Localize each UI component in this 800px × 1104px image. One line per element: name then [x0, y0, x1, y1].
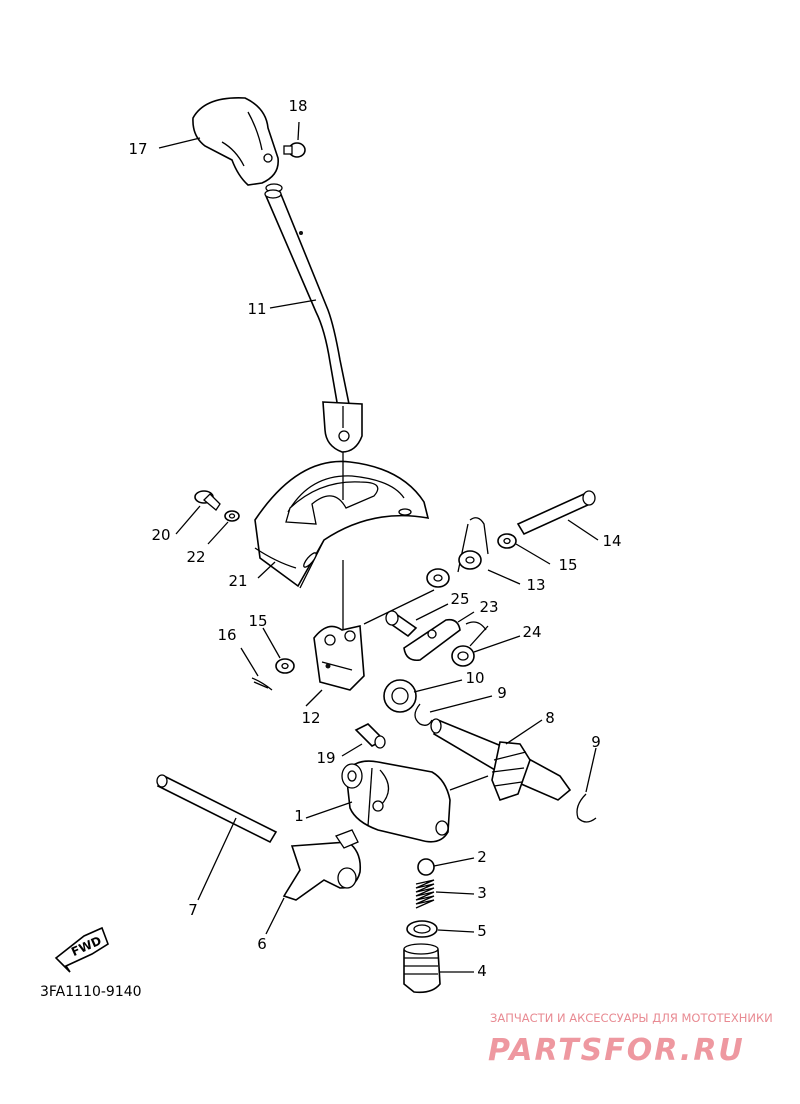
callout-8: 8	[545, 709, 555, 727]
callout-22: 22	[186, 548, 205, 566]
part-19-bolt	[354, 723, 386, 749]
part-22-washer	[224, 510, 240, 522]
part-15-washer-b	[275, 658, 295, 674]
part-4-plug-bolt	[403, 943, 441, 994]
part-2-ball	[417, 858, 435, 876]
part-13-torsion-spring	[426, 517, 489, 588]
callout-14: 14	[602, 532, 621, 550]
part-23-stopper-lever	[403, 618, 487, 662]
part-16-cotter-pin	[251, 677, 273, 691]
part-10-oil-seal	[383, 679, 417, 713]
callout-11: 11	[247, 300, 266, 318]
callout-2: 2	[477, 848, 487, 866]
callout-15-b: 15	[248, 612, 267, 630]
part-11-shift-lever	[264, 189, 363, 453]
callout-19: 19	[316, 749, 335, 767]
callout-18: 18	[288, 97, 307, 115]
callout-1: 1	[294, 807, 304, 825]
part-20-bolt	[194, 490, 221, 511]
part-15-washer-a	[497, 533, 517, 549]
callout-20: 20	[151, 526, 170, 544]
part-6-shift-fork	[282, 829, 362, 901]
part-25-bolt	[385, 610, 418, 638]
callout-17: 17	[128, 140, 147, 158]
callout-4: 4	[477, 962, 487, 980]
callout-6: 6	[257, 935, 267, 953]
callout-labels: 17 18 11 20 22 21 14 15 13 25 23 24 16 1…	[128, 97, 621, 980]
part-12-shift-arm	[313, 625, 365, 691]
callout-12: 12	[301, 709, 320, 727]
part-1-shift-drum	[341, 760, 451, 843]
leader-lines	[158, 121, 599, 973]
callout-13: 13	[526, 576, 545, 594]
part-7-fork-shaft	[156, 774, 278, 844]
callout-9-b: 9	[591, 733, 601, 751]
part-3-spring	[415, 879, 435, 909]
part-24-spring	[451, 625, 489, 667]
callout-3: 3	[477, 884, 487, 902]
fwd-arrow-icon: FWD	[54, 926, 109, 973]
callout-9-a: 9	[497, 684, 507, 702]
part-8-shift-shaft	[430, 718, 572, 801]
part-5-gasket	[406, 920, 438, 938]
part-21-shift-gate-plate	[254, 460, 430, 589]
part-14-pin	[516, 490, 596, 536]
part-9-circlip-a	[414, 703, 433, 726]
callout-23: 23	[479, 598, 498, 616]
diagram-code: 3FA1110-9140	[40, 984, 142, 1000]
callout-15-a: 15	[558, 556, 577, 574]
callout-10: 10	[465, 669, 484, 687]
part-9-circlip-b	[576, 793, 597, 823]
callout-24: 24	[522, 623, 541, 641]
part-18-screw	[283, 142, 306, 158]
callout-7: 7	[188, 901, 198, 919]
callout-16: 16	[217, 626, 236, 644]
callout-25: 25	[450, 590, 469, 608]
part-17-shift-knob	[192, 97, 283, 193]
callout-21: 21	[228, 572, 247, 590]
callout-5: 5	[477, 922, 487, 940]
watermark-tagline: ЗАПЧАСТИ И АКСЕССУАРЫ ДЛЯ МОТОТЕХНИКИ	[490, 1011, 773, 1025]
watermark-logo: PARTSFOR.RU	[488, 1033, 745, 1068]
watermark: ЗАПЧАСТИ И АКСЕССУАРЫ ДЛЯ МОТОТЕХНИКИ PA…	[488, 1011, 773, 1068]
